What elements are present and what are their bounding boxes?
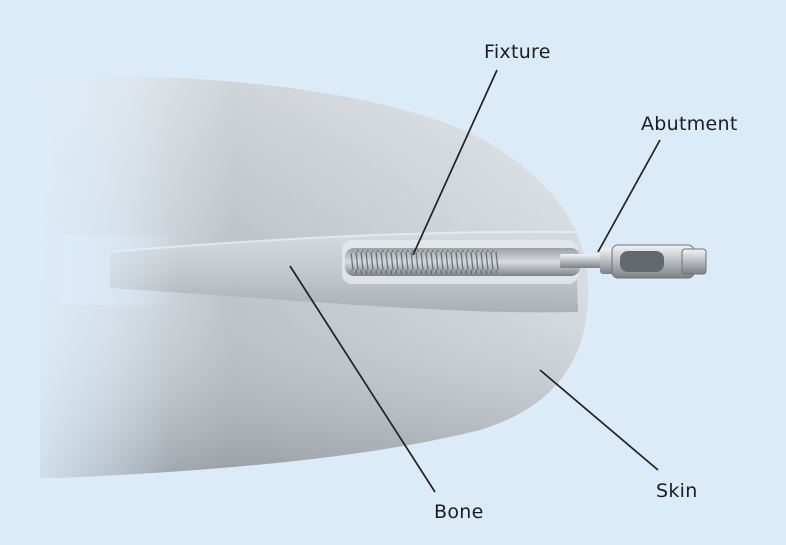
fixture bbox=[342, 240, 580, 284]
fixture-label: Fixture bbox=[484, 41, 551, 63]
abutment-label: Abutment bbox=[641, 113, 738, 135]
skin-label: Skin bbox=[656, 480, 698, 502]
bone-label: Bone bbox=[434, 501, 484, 523]
